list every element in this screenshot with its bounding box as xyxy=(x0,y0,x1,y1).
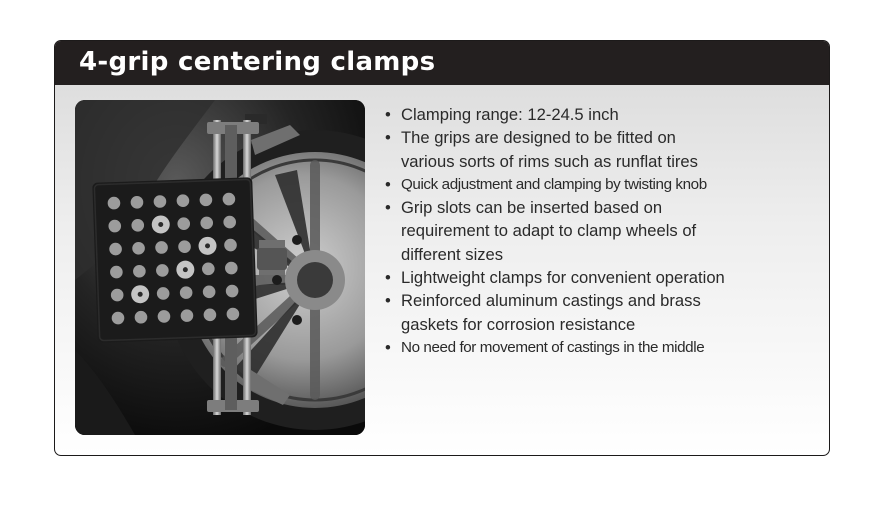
bullet-icon: • xyxy=(385,291,391,311)
bullet-icon: • xyxy=(385,198,391,218)
bullet-icon: • xyxy=(385,337,391,357)
feature-item: • Quick adjustment and clamping by twisti… xyxy=(379,173,825,196)
bullet-icon: • xyxy=(385,105,391,124)
feature-text: Clamping range: 12-24.5 inch xyxy=(401,105,619,124)
feature-text: Reinforced aluminum castings and brass g… xyxy=(401,291,701,334)
feature-item: • Clamping range: 12-24.5 inch xyxy=(379,103,825,126)
bullet-icon: • xyxy=(385,174,391,194)
bullet-icon: • xyxy=(385,128,391,148)
feature-item: • Reinforced aluminum castings and brass … xyxy=(379,289,825,336)
card-title: 4-grip centering clamps xyxy=(79,47,436,77)
bullet-icon: • xyxy=(385,268,391,288)
feature-text: Lightweight clamps for convenient operat… xyxy=(401,268,725,288)
product-card: 4-grip centering clamps xyxy=(54,40,830,456)
feature-item: • Grip slots can be inserted based on req… xyxy=(379,196,825,266)
feature-item: • The grips are designed to be fitted on … xyxy=(379,126,825,173)
card-header: 4-grip centering clamps xyxy=(55,41,829,85)
feature-text: Grip slots can be inserted based on requ… xyxy=(401,198,697,264)
feature-list: • Clamping range: 12-24.5 inch • The grips … xyxy=(379,103,825,359)
product-photo xyxy=(75,100,365,435)
feature-text: The grips are designed to be fitted on v… xyxy=(401,128,698,171)
feature-item: • No need for movement of castings in the… xyxy=(379,336,825,359)
feature-text: Quick adjustment and clamping by twistin… xyxy=(401,175,707,193)
feature-text: No need for movement of castings in the … xyxy=(401,338,705,356)
feature-item: • Lightweight clamps for convenient opera… xyxy=(379,266,825,289)
